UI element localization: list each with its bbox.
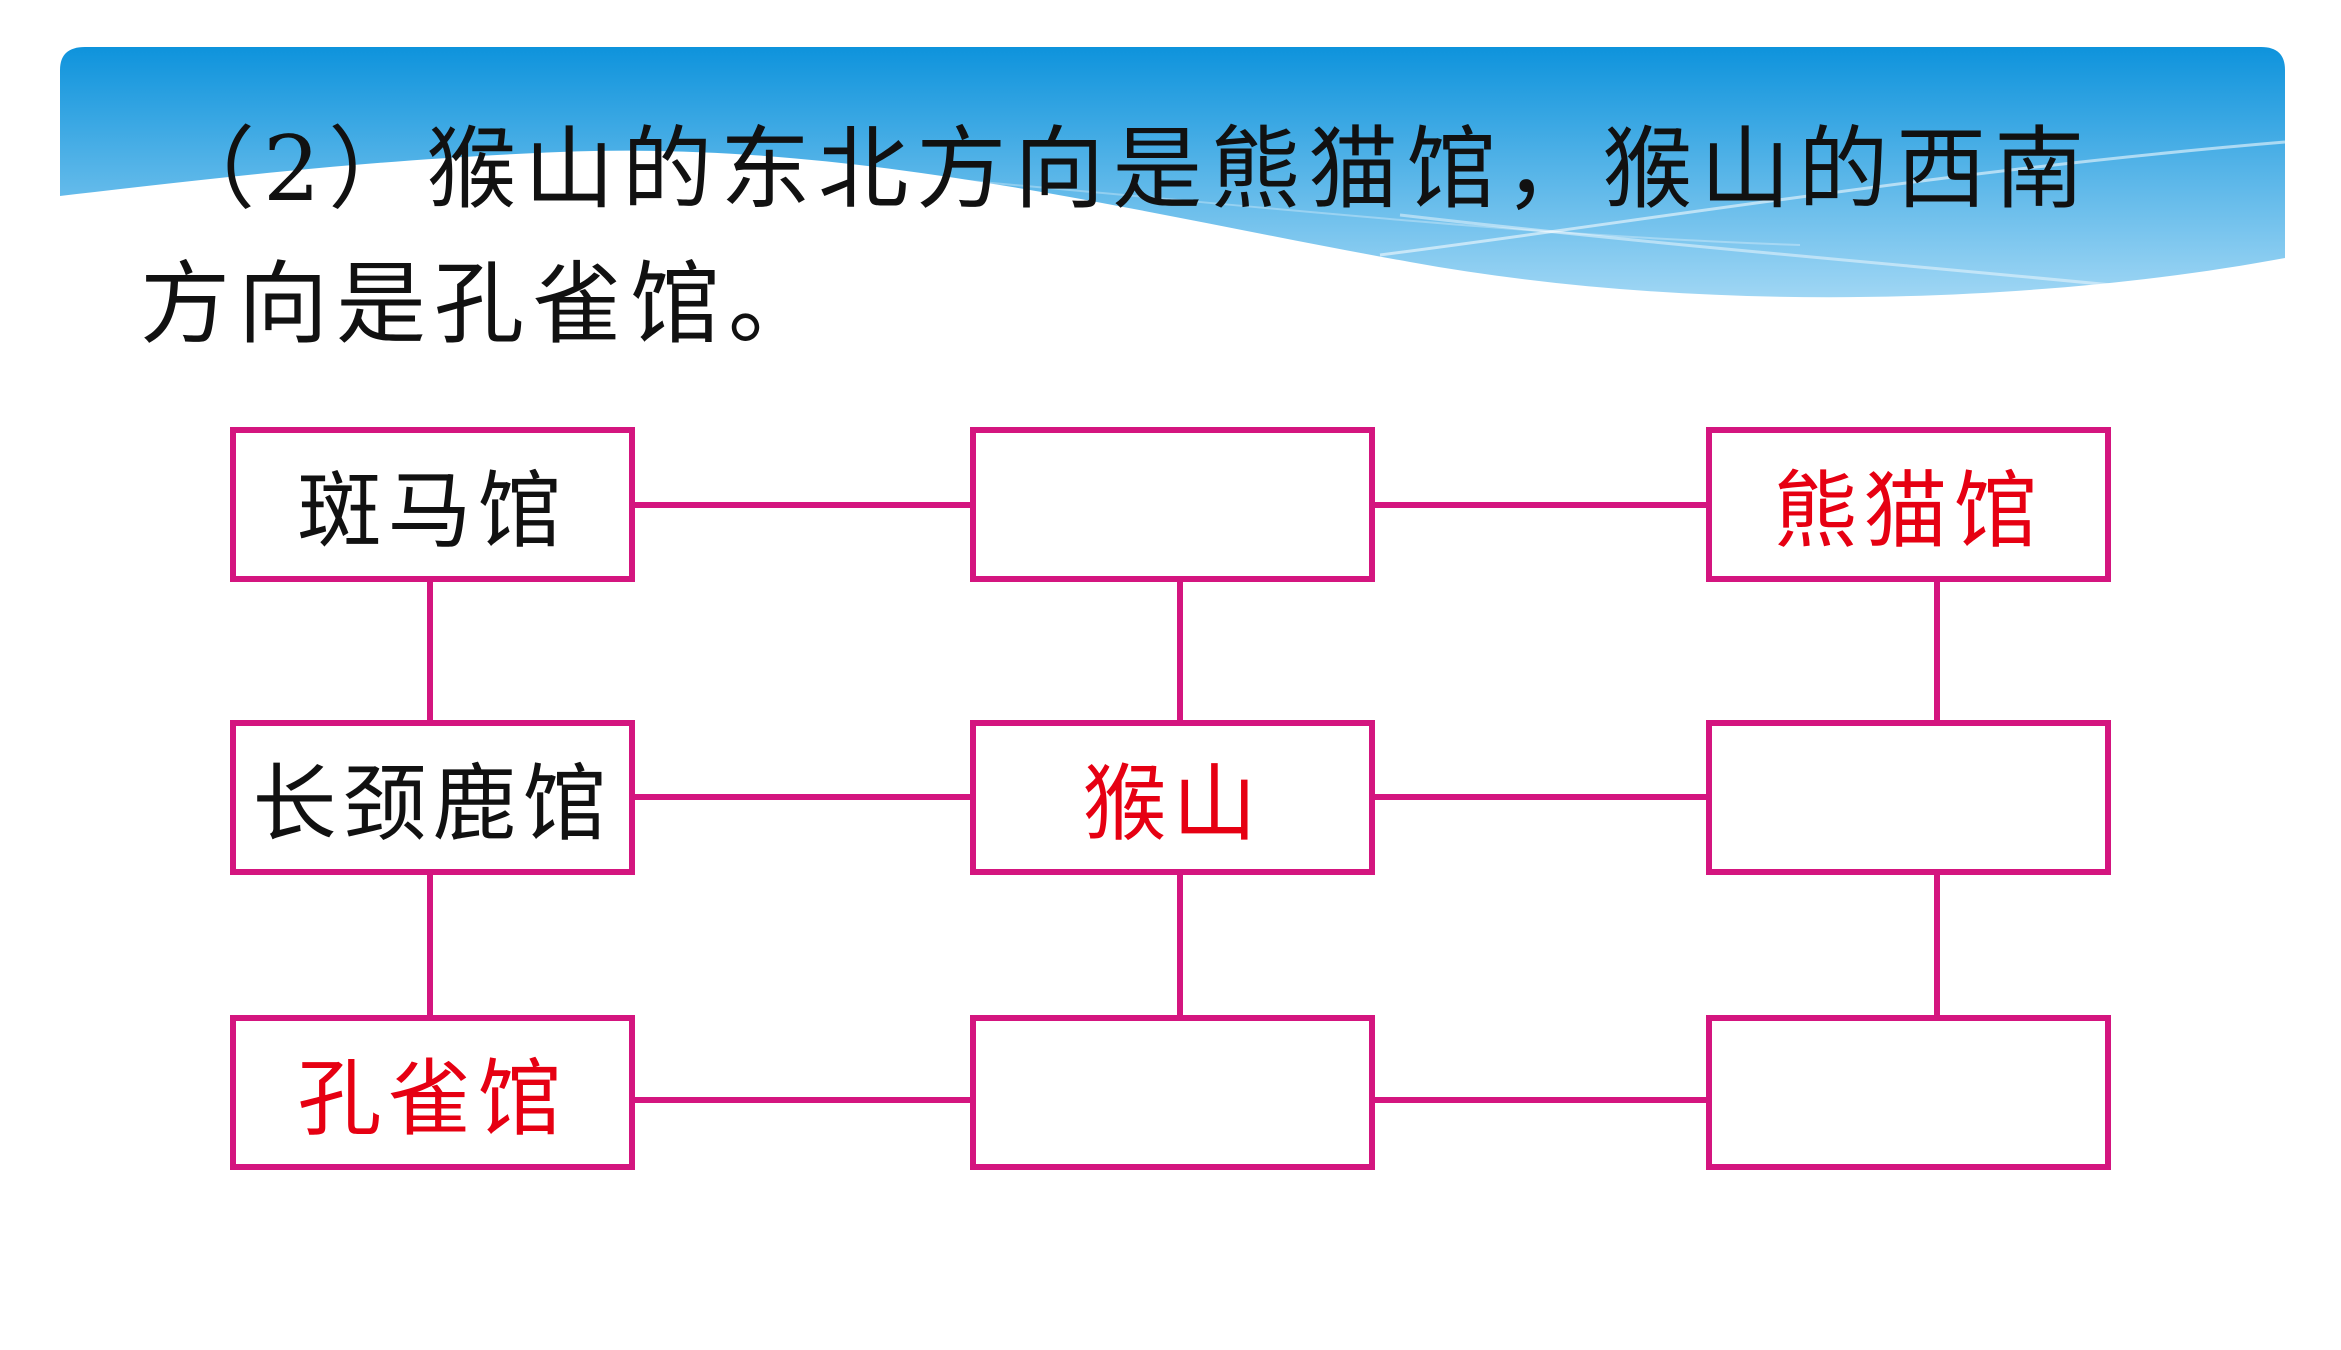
banner-highlight-2: [1399, 213, 2261, 302]
cell-empty-bottom-right: [1706, 1015, 2111, 1170]
banner-wave-shape: [60, 47, 2285, 298]
cell-giraffe-house: 长颈鹿馆: [230, 720, 635, 875]
wave-banner: [60, 47, 2286, 302]
cell-panda-house: 熊猫馆: [1706, 427, 2111, 582]
banner-highlight-1: [1379, 140, 2286, 257]
cell-empty-top-middle: [970, 427, 1375, 582]
cell-empty-bottom-middle: [970, 1015, 1375, 1170]
cell-empty-middle-right: [1706, 720, 2111, 875]
cell-monkey-hill: 猴山: [970, 720, 1375, 875]
question-line-1: （2）猴山的东北方向是熊猫馆，猴山的西南: [165, 117, 2093, 222]
cell-peacock-house: 孔雀馆: [230, 1015, 635, 1170]
question-line-2: 方向是孔雀馆。: [140, 252, 826, 357]
banner-highlight-3: [899, 174, 1801, 246]
cell-zebra-house: 斑马馆: [230, 427, 635, 582]
